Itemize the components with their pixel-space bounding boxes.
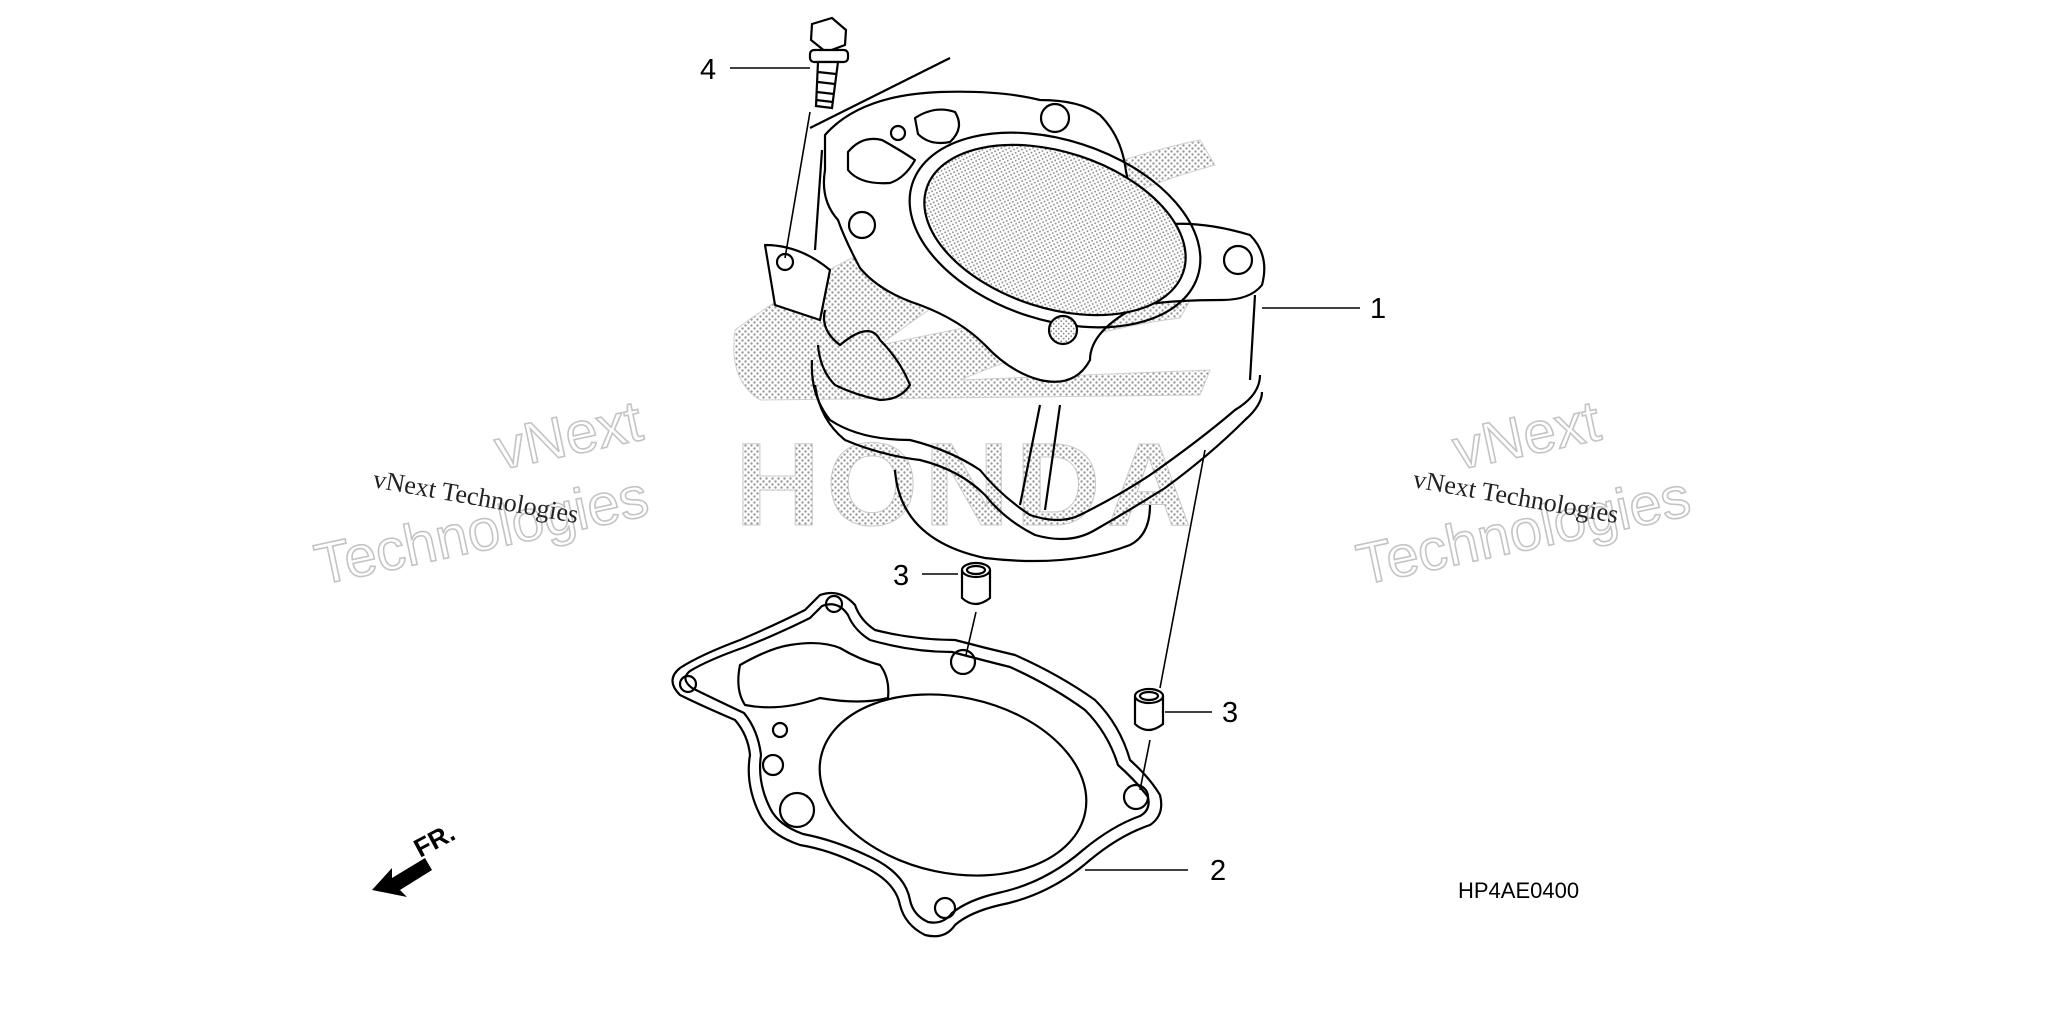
dowel-lower-guide-line [1139,739,1151,791]
bolt-threads [815,70,837,104]
dowel-upper-top-inner [965,564,987,576]
gasket-bore [818,693,1088,877]
cylinder-side-front [1248,294,1257,381]
gasket-hole-small [771,721,789,739]
cylinder-water-jacket [846,137,917,185]
brand-logo-text: HONDA [735,419,1198,551]
callout-2: 2 [1210,855,1226,887]
cylinder-oil-passage [913,108,961,145]
cylinder-stud-line-b [1043,404,1062,511]
cylinder-part[interactable] [763,57,1266,563]
dowel-lower-top-inner [1138,690,1160,702]
gasket-hole-rear [824,594,844,614]
gasket-hole-dowel-upper [949,648,977,676]
bolt-part[interactable] [784,16,850,259]
dowel-upper-guide-line [965,611,977,656]
bolt-head [809,16,848,54]
cylinder-side-rear [813,149,824,251]
cylinder-bore-rim [908,131,1202,329]
gasket-passage [737,641,890,709]
watermark-left: vNext Technologies vNext Technologies [308,388,654,599]
gasket-part[interactable] [671,591,1163,938]
cylinder-base-flange [810,359,1262,522]
gasket-hole-oil [761,753,785,777]
bolt-washer [808,48,850,64]
callout-leaders [730,67,1360,871]
gasket-hole-left [678,674,698,694]
dowel-lower-to-cylinder-line [1159,449,1206,689]
callout-3-upper: 3 [893,560,909,592]
cylinder-hole-right [1222,244,1254,276]
dowel-lower-part[interactable] [1133,449,1206,791]
front-arrow-icon [372,858,432,897]
gasket-outline-inner [684,603,1150,924]
cylinder-bore [923,143,1187,317]
cylinder-hole-rear [1039,102,1071,134]
dowel-upper-part[interactable] [960,561,992,656]
callout-4: 4 [700,54,716,86]
watermark-right-vnext: vNext [1447,388,1606,482]
gasket-hole-big [778,791,816,829]
callout-1: 1 [1370,293,1386,325]
bolt-guide-line [784,111,811,259]
cylinder-left-lug [763,243,832,322]
diagram-code: HP4AE0400 [1458,878,1579,903]
cylinder-base-flange-lower [813,384,1264,541]
cylinder-spigot [893,469,1152,563]
cylinder-stud-line-a [1018,404,1042,506]
cylinder-hole-front [1047,314,1079,346]
watermark-right: vNext Technologies vNext Technologies [1350,388,1696,599]
cylinder-hole-left [847,210,877,240]
dowel-upper-body [960,570,992,606]
dowel-lower-body [1133,696,1165,732]
gasket-hole-front [933,896,957,920]
gasket-hole-dowel-lower [1122,783,1150,811]
cylinder-cam-chain-area [816,309,912,402]
front-direction-indicator: FR. [372,817,460,897]
cylinder-hole-small [889,124,907,142]
front-arrow-label: FR. [409,817,460,863]
callout-3-lower: 3 [1222,697,1238,729]
cylinder-back-edge [809,57,951,129]
gasket-outline-outer [671,591,1163,938]
